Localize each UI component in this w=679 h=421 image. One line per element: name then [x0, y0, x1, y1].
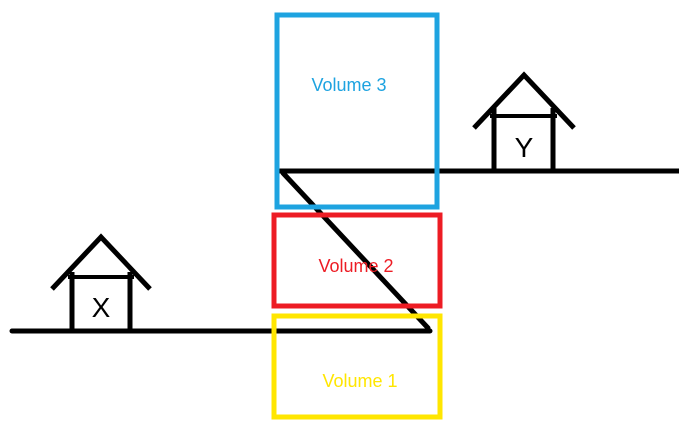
house-y-label: Y	[515, 132, 534, 163]
house-y-icon	[472, 71, 576, 171]
volume-1-label: Volume 1	[322, 371, 397, 391]
ramp-line	[280, 170, 431, 331]
volume-2-box	[271, 212, 443, 309]
house-x-label: X	[92, 292, 111, 323]
volume-3-label: Volume 3	[311, 75, 386, 95]
house-x-icon	[50, 233, 152, 331]
volume-2-label: Volume 2	[318, 256, 393, 276]
volume-1-box	[271, 313, 443, 420]
volume-3-box	[274, 12, 440, 210]
